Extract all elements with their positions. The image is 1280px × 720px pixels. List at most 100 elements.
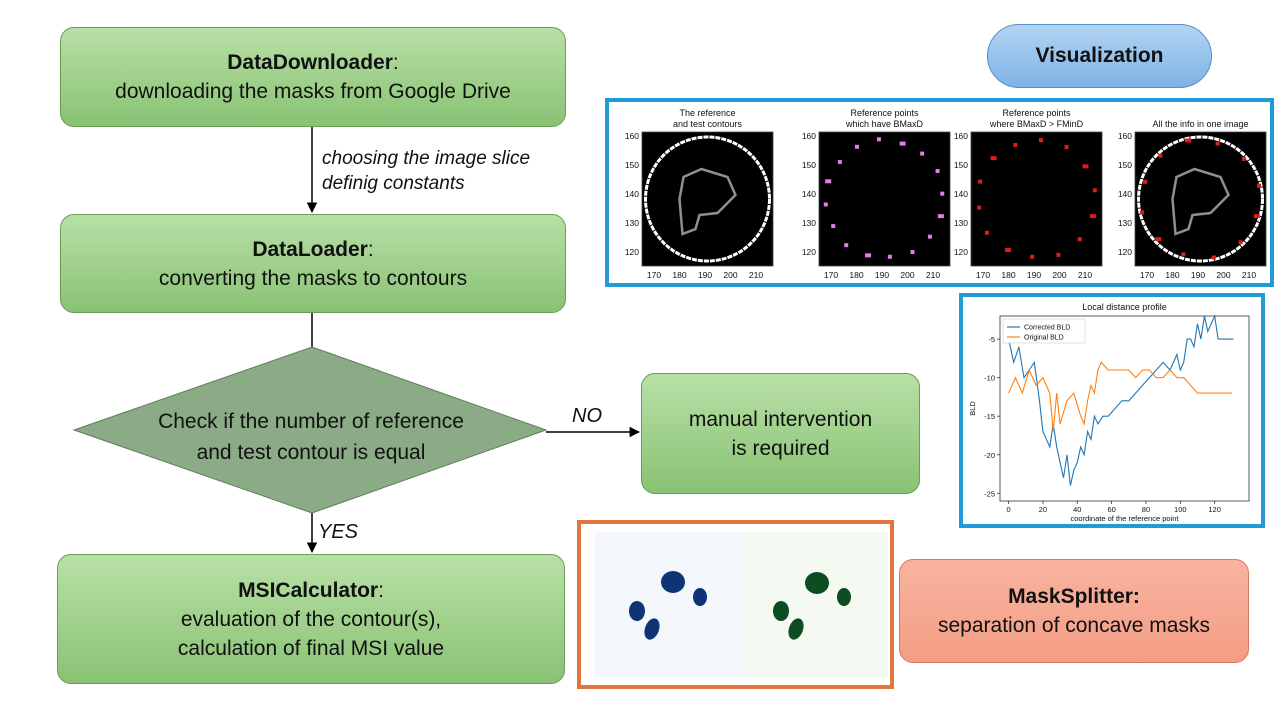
y-tick-label: 130: [625, 218, 639, 228]
y-axis-label: BLD: [968, 401, 977, 416]
x-tick-label: 200: [1052, 270, 1066, 280]
highlighted-point: [876, 137, 881, 142]
plot-area: [999, 315, 1250, 502]
highlighted-point: [935, 169, 940, 174]
y-tick-label: 140: [625, 189, 639, 199]
x-tick-label: 40: [1073, 505, 1081, 514]
highlighted-point: [825, 179, 832, 184]
panel-image-area: [970, 131, 1103, 267]
highlighted-point: [1158, 153, 1163, 158]
data-loader-name: DataLoader: [252, 237, 368, 261]
x-tick-label: 100: [1174, 505, 1187, 514]
highlighted-point: [984, 230, 989, 235]
reference-contour: [644, 135, 771, 263]
msi-calculator-name: MSICalculator: [238, 578, 379, 602]
y-tick-label: 120: [954, 247, 968, 257]
no-label: NO: [572, 405, 602, 427]
slice-note: choosing the image slice definig constan…: [322, 146, 530, 196]
highlighted-point: [1064, 145, 1069, 150]
highlighted-point: [1143, 179, 1148, 184]
test-contour: [1171, 167, 1230, 236]
highlighted-point: [1013, 142, 1018, 147]
x-tick-label: 120: [1208, 505, 1221, 514]
highlighted-point: [887, 254, 892, 259]
highlighted-point: [1030, 254, 1035, 259]
y-tick-label: -10: [984, 374, 995, 383]
panel-title-line: and test contours: [673, 119, 743, 129]
data-downloader-name: DataDownloader: [227, 51, 393, 74]
highlighted-point: [910, 250, 915, 255]
y-tick-label: 160: [954, 131, 968, 141]
highlighted-point: [1077, 237, 1082, 242]
highlighted-point: [978, 179, 983, 184]
y-tick-label: 120: [625, 247, 639, 257]
y-tick-label: 140: [954, 189, 968, 199]
y-tick-label: 130: [802, 218, 816, 228]
panel-title-line: Reference points: [1002, 108, 1071, 118]
reference-contour: [1137, 135, 1264, 263]
decision-diamond: [72, 346, 548, 514]
highlighted-point: [854, 144, 859, 149]
x-tick-label: 190: [1191, 270, 1205, 280]
y-tick-label: 130: [1118, 218, 1132, 228]
series-line-1: [1008, 314, 1234, 486]
msi-line2: calculation of final MSI value: [177, 636, 445, 660]
x-tick-label: 190: [875, 270, 889, 280]
msi-calculator-colon: :: [378, 578, 384, 602]
y-tick-label: -20: [984, 451, 995, 460]
legend-label: Corrected BLD: [1024, 325, 1070, 332]
y-tick-label: 150: [625, 160, 639, 170]
y-tick-label: 160: [1118, 131, 1132, 141]
panel-title-line: which have BMaxD: [845, 119, 924, 129]
y-tick-label: 150: [1118, 160, 1132, 170]
highlighted-point: [940, 191, 945, 196]
x-tick-label: 20: [1039, 505, 1047, 514]
test-contour: [678, 167, 737, 236]
decision-line2: and test contour is equal: [196, 441, 426, 464]
x-tick-label: 180: [1001, 270, 1015, 280]
mask-splitter-name: MaskSplitter:: [1008, 585, 1140, 608]
series-line-2: [1008, 361, 1232, 432]
y-tick-label: 160: [802, 131, 816, 141]
x-tick-label: 210: [749, 270, 763, 280]
y-tick-label: 140: [802, 189, 816, 199]
decision-line1: Check if the number of reference: [158, 410, 464, 433]
manual-intervention-box: manual intervention is required: [641, 373, 920, 494]
manual-line2: is required: [731, 436, 830, 460]
y-tick-label: 150: [802, 160, 816, 170]
highlighted-point: [927, 234, 932, 239]
manual-line1: manual intervention: [688, 407, 873, 431]
highlighted-point: [844, 243, 849, 248]
x-tick-label: 190: [698, 270, 712, 280]
x-axis-label: coordinate of the reference point: [1071, 514, 1180, 523]
x-tick-label: 60: [1107, 505, 1115, 514]
highlighted-point: [831, 224, 836, 229]
mask-image-frame: [577, 520, 894, 689]
highlighted-point: [1056, 252, 1061, 257]
x-tick-label: 210: [1078, 270, 1092, 280]
msi-line1: evaluation of the contour(s),: [180, 607, 442, 631]
visualization-pill: Visualization: [987, 24, 1212, 88]
highlighted-point: [1241, 156, 1246, 161]
highlighted-point: [1004, 248, 1011, 253]
panel-image-area: [641, 131, 774, 267]
mask-image: [595, 532, 888, 677]
highlighted-point: [990, 156, 997, 161]
highlighted-point: [899, 141, 906, 146]
decision-text: Check if the number of reference and tes…: [110, 406, 512, 468]
x-tick-label: 200: [900, 270, 914, 280]
panel-image-area: [818, 131, 951, 267]
panel-title-line: Reference points: [850, 108, 919, 118]
y-tick-label: -25: [984, 489, 995, 498]
yes-label: YES: [318, 521, 359, 543]
highlighted-point: [1215, 141, 1220, 146]
x-tick-label: 80: [1142, 505, 1150, 514]
